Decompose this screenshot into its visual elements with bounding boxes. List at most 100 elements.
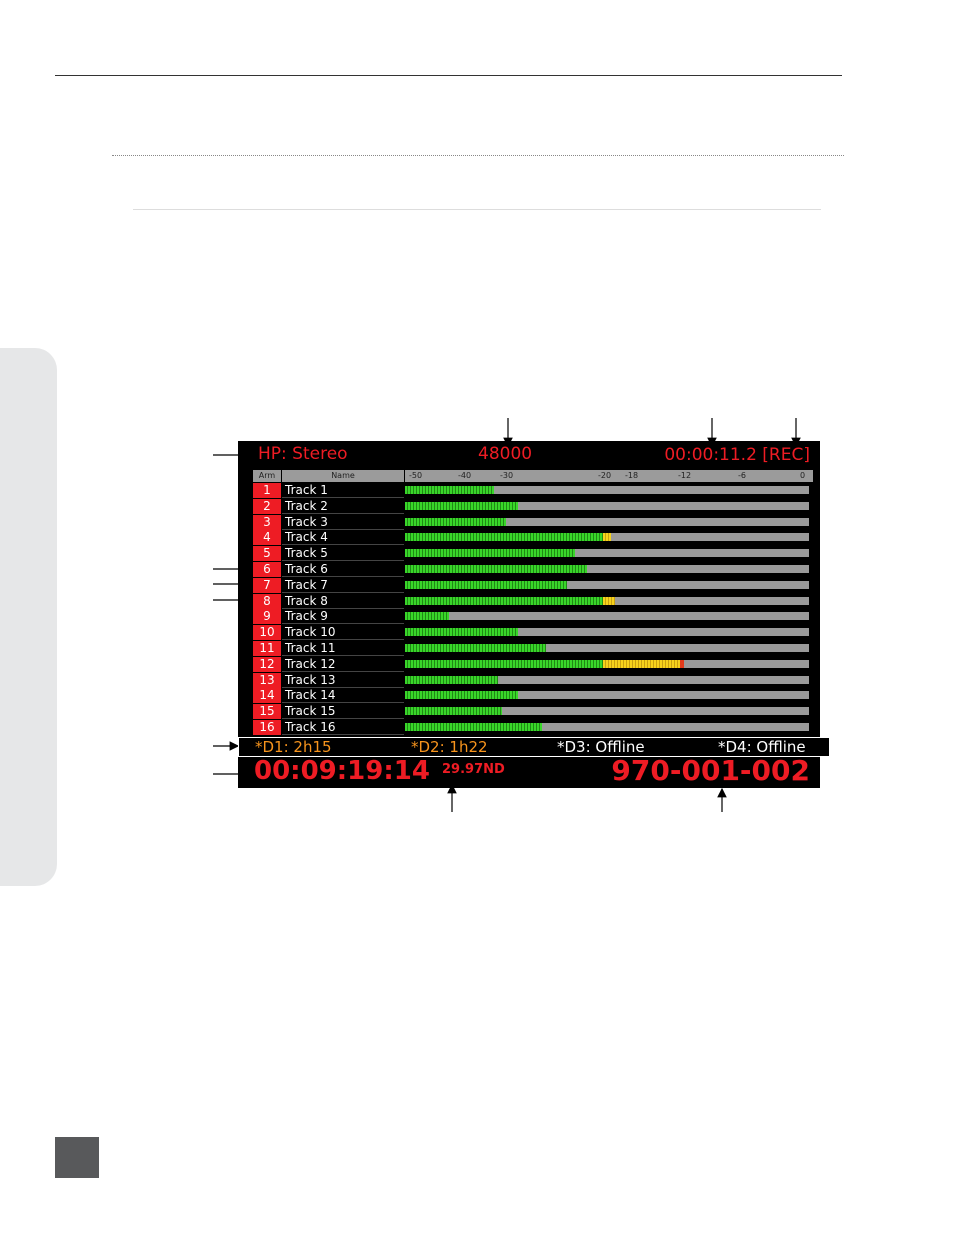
meter-green-segment xyxy=(405,707,502,716)
track-name[interactable]: Track 15 xyxy=(282,704,404,720)
arm-button[interactable]: 4 xyxy=(253,530,281,546)
arm-button[interactable]: 2 xyxy=(253,498,281,514)
arm-button[interactable]: 6 xyxy=(253,562,281,577)
track-name[interactable]: Track 4 xyxy=(282,530,404,546)
frame-rate: 29.97ND xyxy=(442,762,505,777)
drive-status-bar: *D1: 2h15 *D2: 1h22 *D3: Offline *D4: Of… xyxy=(238,737,830,757)
track-name[interactable]: Track 10 xyxy=(282,625,404,641)
meter-tick: -12 xyxy=(678,471,692,480)
drive-1-status: *D1: 2h15 xyxy=(255,738,332,756)
level-meter xyxy=(405,612,809,621)
track-name[interactable]: Track 2 xyxy=(282,498,404,514)
arm-button[interactable]: 13 xyxy=(253,672,281,688)
track-name[interactable]: Track 14 xyxy=(282,688,404,704)
arm-button[interactable]: 8 xyxy=(253,593,281,609)
track-name[interactable]: Track 9 xyxy=(282,609,404,625)
arm-button[interactable]: 9 xyxy=(253,609,281,625)
meter-green-segment xyxy=(405,486,494,494)
meter-yellow-segment xyxy=(602,596,616,605)
level-meter xyxy=(405,596,809,605)
track-name[interactable]: Track 5 xyxy=(282,546,404,562)
track-name[interactable]: Track 13 xyxy=(282,672,404,688)
track-name[interactable]: Track 12 xyxy=(282,656,404,672)
track-name[interactable]: Track 11 xyxy=(282,641,404,656)
top-rule xyxy=(55,75,842,76)
level-meter xyxy=(405,580,809,589)
meter-green-segment xyxy=(405,596,603,605)
recorder-screen: HP: Stereo 48000 00:00:11.2 [REC] Arm Na… xyxy=(238,441,830,788)
level-meter xyxy=(405,549,809,558)
name-column-header: Name xyxy=(282,470,404,482)
track-name[interactable]: Track 1 xyxy=(282,483,404,498)
meter-tick: -6 xyxy=(738,471,746,480)
arm-button[interactable]: 16 xyxy=(253,720,281,735)
meter-yellow-segment xyxy=(602,533,612,542)
sample-rate: 48000 xyxy=(478,444,533,464)
record-time: 00:00:11.2 [REC] xyxy=(664,445,810,465)
level-meter xyxy=(405,644,809,652)
meter-green-segment xyxy=(405,644,547,652)
drive-4-status: *D4: Offline xyxy=(718,738,806,756)
meter-green-segment xyxy=(405,628,519,637)
meter-green-segment xyxy=(405,659,603,668)
page-number-box xyxy=(55,1137,99,1178)
arm-button[interactable]: 14 xyxy=(253,688,281,704)
arm-button[interactable]: 11 xyxy=(253,641,281,656)
meter-green-segment xyxy=(405,675,498,684)
arm-column-header: Arm xyxy=(253,470,281,482)
arm-button[interactable]: 7 xyxy=(253,577,281,593)
arm-button[interactable]: 5 xyxy=(253,546,281,562)
meter-tick: -30 xyxy=(500,471,514,480)
level-meter xyxy=(405,723,809,731)
level-meter xyxy=(405,533,809,542)
level-meter xyxy=(405,565,809,573)
track-name[interactable]: Track 16 xyxy=(282,720,404,735)
meter-red-segment xyxy=(679,659,684,668)
meter-green-segment xyxy=(405,533,603,542)
meter-green-segment xyxy=(405,549,575,558)
meter-green-segment xyxy=(405,517,506,526)
track-name[interactable]: Track 3 xyxy=(282,514,404,530)
drive-2-status: *D2: 1h22 xyxy=(411,738,488,756)
level-meter xyxy=(405,517,809,526)
meter-tick: -20 xyxy=(598,471,612,480)
arm-button[interactable]: 12 xyxy=(253,656,281,672)
meter-scale-header: -50 -40 -30 -20 -18 -12 -6 0 xyxy=(405,470,813,482)
meter-tick: -50 xyxy=(409,471,423,480)
meter-green-segment xyxy=(405,612,450,621)
arm-button[interactable]: 1 xyxy=(253,483,281,498)
meter-tick: -40 xyxy=(458,471,472,480)
arm-button[interactable]: 15 xyxy=(253,704,281,720)
arm-button[interactable]: 10 xyxy=(253,625,281,641)
arm-button[interactable]: 3 xyxy=(253,514,281,530)
track-name[interactable]: Track 6 xyxy=(282,562,404,577)
timecode: 00:09:19:14 xyxy=(254,756,430,786)
dotted-rule xyxy=(112,155,844,156)
track-name[interactable]: Track 7 xyxy=(282,577,404,593)
level-meter xyxy=(405,659,809,668)
level-meter xyxy=(405,501,809,510)
level-meter xyxy=(405,628,809,637)
meter-green-segment xyxy=(405,691,519,700)
meter-green-segment xyxy=(405,501,519,510)
headphone-mode: HP: Stereo xyxy=(258,444,348,464)
meter-green-segment xyxy=(405,580,567,589)
track-name[interactable]: Track 8 xyxy=(282,593,404,609)
level-meter xyxy=(405,675,809,684)
thin-rule xyxy=(133,209,821,210)
meter-green-segment xyxy=(405,723,543,731)
